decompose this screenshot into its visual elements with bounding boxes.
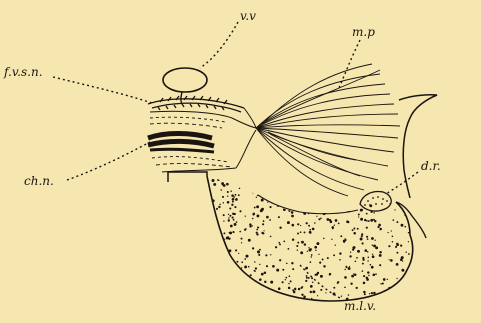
lower-ventricle-top-edge bbox=[258, 195, 358, 214]
convergence-lines bbox=[232, 108, 256, 168]
leader-lines bbox=[53, 22, 418, 298]
outer-wall bbox=[399, 95, 437, 198]
base-step bbox=[168, 172, 207, 182]
label-vv: v.v bbox=[240, 10, 256, 22]
dorsal-recess-stipple bbox=[364, 196, 388, 206]
stalk bbox=[181, 92, 182, 104]
leader-chn bbox=[67, 142, 150, 180]
oval-vessel bbox=[163, 68, 207, 92]
label-mlv: m.l.v. bbox=[344, 300, 376, 312]
ventricle-stipple bbox=[204, 175, 418, 304]
label-chn: ch.n. bbox=[24, 175, 54, 187]
leader-dr bbox=[386, 172, 418, 194]
label-dr: d.r. bbox=[421, 160, 441, 172]
leader-fvsn bbox=[53, 77, 152, 103]
fibrous-bundle bbox=[148, 96, 244, 112]
muscle-fibers bbox=[256, 64, 400, 196]
notochord bbox=[148, 111, 236, 172]
label-mp: m.p bbox=[352, 26, 375, 38]
leader-vv bbox=[200, 22, 238, 68]
lower-ventricle bbox=[207, 176, 413, 301]
label-fvsn: f.v.s.n. bbox=[4, 66, 43, 78]
